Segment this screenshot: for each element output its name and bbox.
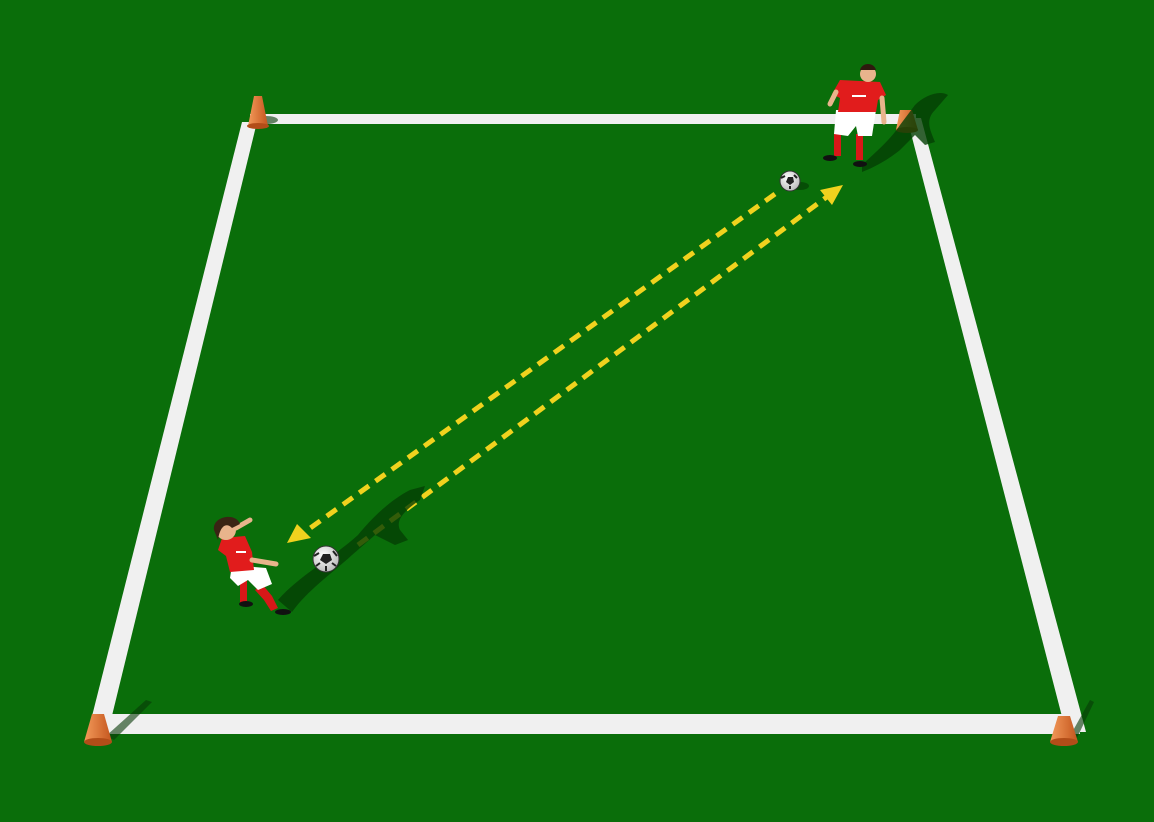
line-top [250, 114, 916, 124]
line-bottom [92, 714, 1080, 734]
ball-near-passer [313, 546, 339, 572]
